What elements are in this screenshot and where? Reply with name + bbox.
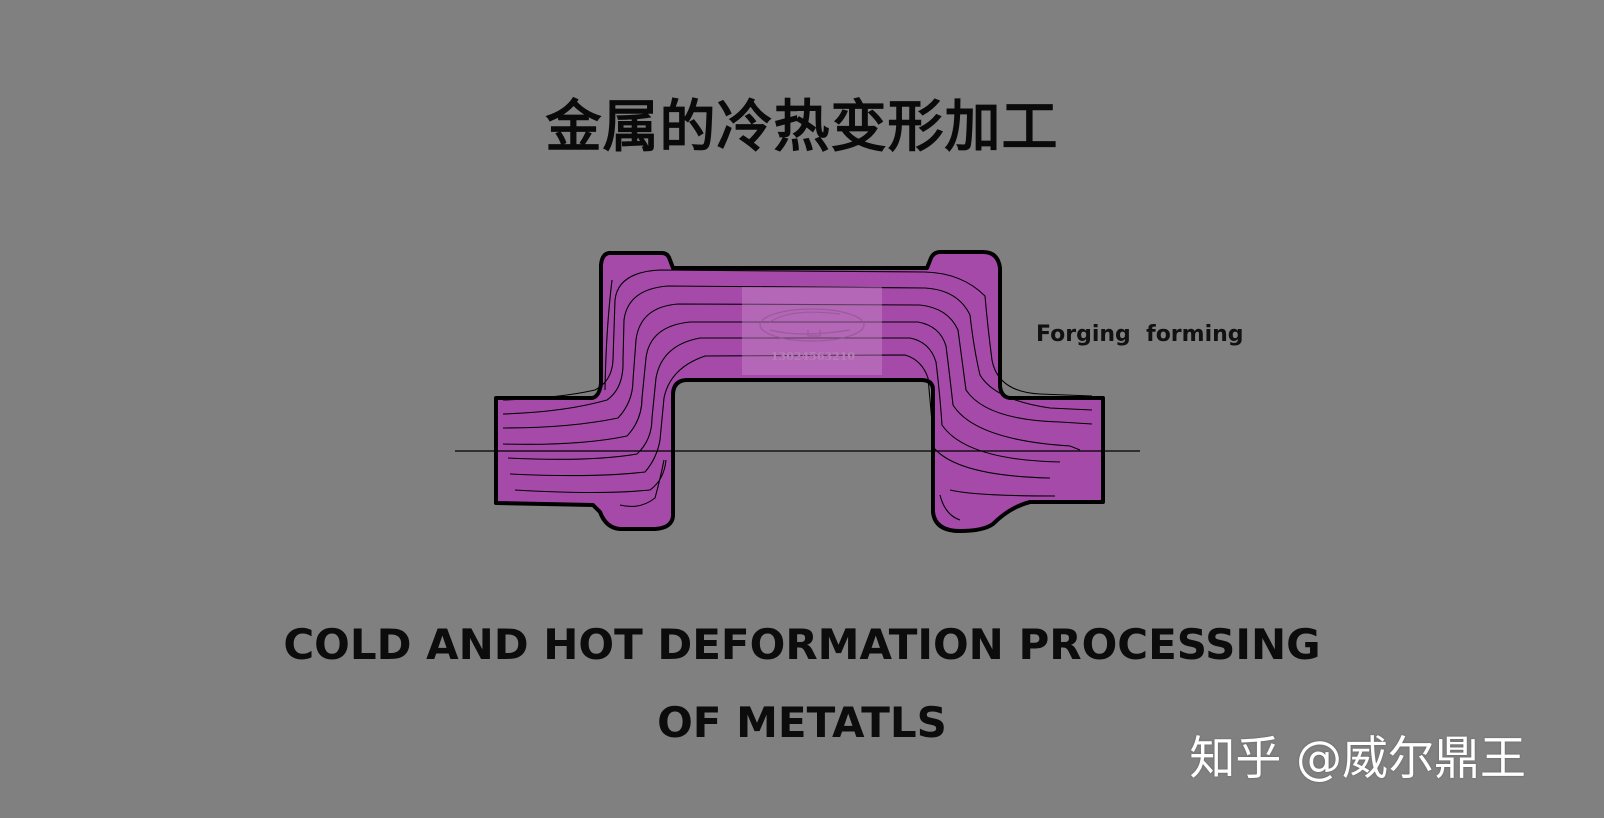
chinese-title: 金属的冷热变形加工	[545, 95, 1059, 160]
grain-flow-lines	[502, 269, 1093, 521]
process-label: Forging forming	[1036, 322, 1244, 347]
zhihu-watermark: 知乎 @威尔鼎王	[1189, 731, 1526, 785]
stamp-logo-mark	[769, 311, 851, 337]
stamp-box	[742, 287, 882, 375]
stamp-number: 13024563210	[770, 350, 856, 363]
english-title-line2: OF METATLS	[657, 698, 947, 747]
english-title-line1: COLD AND HOT DEFORMATION PROCESSING	[283, 620, 1321, 669]
stamp-ellipse	[759, 308, 865, 342]
